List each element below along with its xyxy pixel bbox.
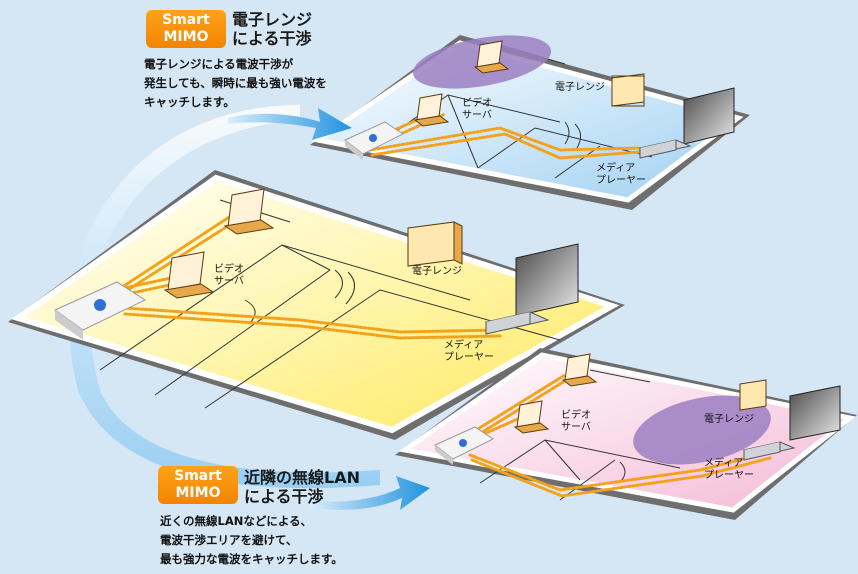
smart-mimo-badge-bottom: Smart MIMO bbox=[158, 466, 238, 504]
callout-bottom-title: 近隣の無線LAN による干渉 bbox=[244, 468, 360, 506]
router-top bbox=[344, 121, 404, 160]
microwave-icon bbox=[407, 73, 767, 411]
interference-zone-bottom bbox=[633, 395, 771, 465]
tv-icon bbox=[515, 87, 841, 441]
label-video-server-center: ビデオ サーバ bbox=[214, 264, 244, 287]
label-video-server-top: ビデオ サーバ bbox=[462, 98, 492, 121]
callout-top-title: 電子レンジ による干渉 bbox=[232, 10, 313, 48]
laptop-icon bbox=[163, 40, 598, 434]
router-center bbox=[54, 281, 147, 340]
label-media-player-bottom: メディア プレーヤー bbox=[704, 458, 754, 481]
media-player-icon bbox=[484, 139, 796, 461]
router-bottom bbox=[434, 426, 494, 465]
smart-mimo-badge-top: Smart MIMO bbox=[146, 10, 226, 48]
label-microwave-center: 電子レンジ bbox=[412, 266, 462, 277]
label-microwave-bottom: 電子レンジ bbox=[704, 414, 754, 425]
callout-top-description: 電子レンジによる電波干渉が 発生しても、瞬時に最も強い電波を キャッチします。 bbox=[144, 57, 327, 109]
label-media-player-center: メディア プレーヤー bbox=[444, 340, 494, 363]
floorplan-center bbox=[8, 170, 625, 440]
callout-bottom-description: 近くの無線LANなどによる、 電波干渉エリアを避けて、 最も強力な電波をキャッチ… bbox=[160, 514, 343, 566]
label-media-player-top: メディア プレーヤー bbox=[596, 163, 646, 186]
arrow-bottom bbox=[310, 476, 430, 510]
arrow-top bbox=[228, 108, 352, 140]
label-video-server-bottom: ビデオ サーバ bbox=[561, 410, 591, 433]
label-microwave-top: 電子レンジ bbox=[555, 82, 605, 93]
